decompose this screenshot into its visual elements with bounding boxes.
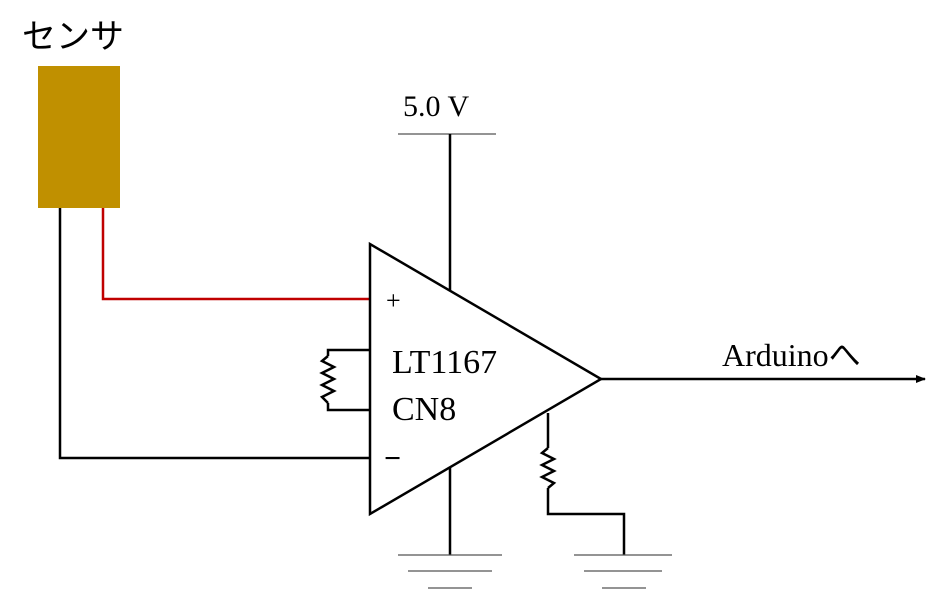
minus-input-label: − bbox=[384, 442, 401, 475]
negative-wire bbox=[58, 208, 370, 460]
sensor-label: センサ bbox=[22, 19, 124, 56]
ref-resistor-icon bbox=[539, 447, 557, 489]
instrumentation-amplifier bbox=[368, 241, 604, 517]
gain-resistor-wire-bottom bbox=[326, 403, 370, 412]
output-label: Arduinoへ bbox=[722, 337, 861, 373]
gain-resistor-wire bbox=[326, 348, 370, 356]
ref-wire-bottom bbox=[546, 488, 626, 555]
chip-variant-label: CN8 bbox=[392, 391, 456, 428]
gain-resistor-icon bbox=[319, 355, 337, 404]
sensor-body bbox=[38, 66, 120, 208]
plus-input-label: + bbox=[386, 286, 401, 315]
positive-wire bbox=[101, 208, 370, 301]
chip-name-label: LT1167 bbox=[392, 344, 497, 381]
supply-voltage-label: 5.0 V bbox=[403, 90, 469, 123]
